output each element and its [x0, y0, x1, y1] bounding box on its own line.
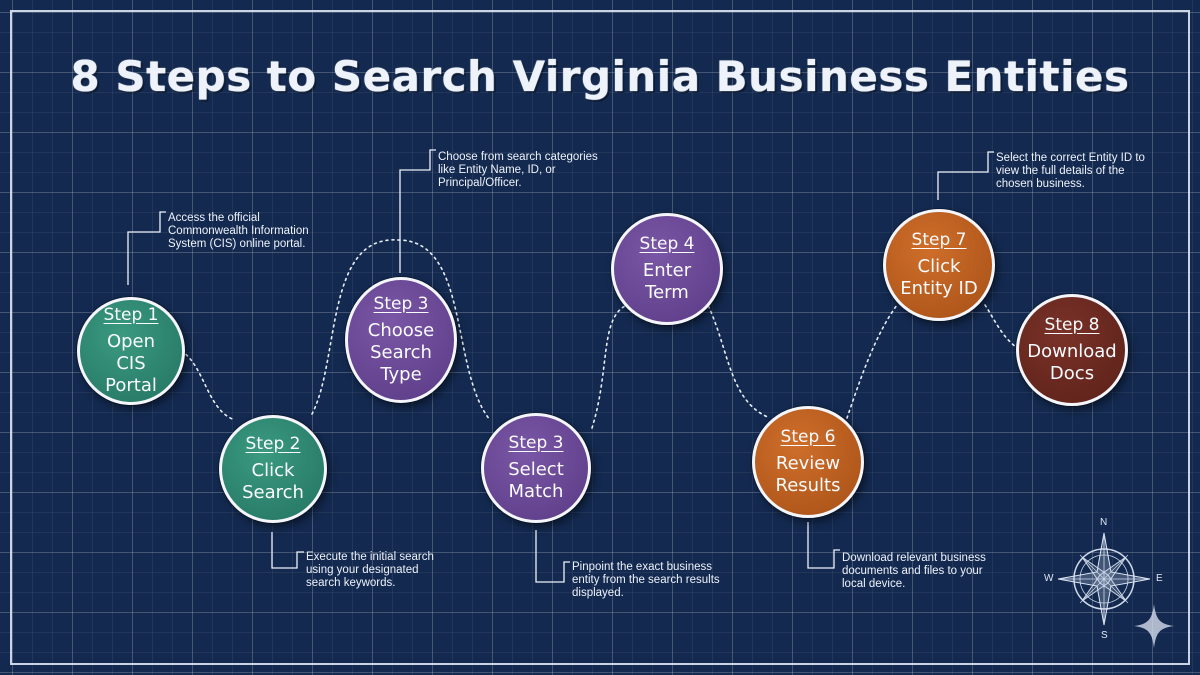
step-label: Click Search [242, 460, 304, 503]
step-label: Open CIS Portal [105, 331, 157, 396]
step-number: Step 6 [780, 427, 836, 447]
connector-2-3 [311, 239, 399, 415]
step-node-3: Step 3 Choose Search Type [345, 277, 457, 403]
connector-4-5 [591, 305, 626, 429]
step-number: Step 2 [245, 434, 301, 454]
connector-3-4 [397, 239, 491, 421]
step-node-4: Step 3 Select Match [481, 413, 591, 523]
step-node-5: Step 4 Enter Term [611, 213, 723, 325]
step-label: Download Docs [1027, 341, 1117, 384]
compass-north-label: N [1100, 517, 1108, 528]
step-label: Select Match [508, 459, 564, 502]
step-label: Click Entity ID [900, 256, 978, 299]
step-number: Step 4 [639, 234, 695, 254]
callout-note-3: Choose from search categories like Entit… [438, 151, 598, 189]
callout-line-5 [807, 522, 840, 569]
step-number: Step 8 [1044, 315, 1100, 335]
step-number: Step 1 [103, 305, 159, 325]
callout-note-1: Access the official Commonwealth Informa… [168, 212, 309, 250]
step-node-1: Step 1 Open CIS Portal [77, 297, 185, 405]
callout-line-6 [937, 151, 994, 200]
callout-note-6: Select the correct Entity ID to view the… [996, 152, 1145, 190]
compass-west-label: W [1044, 573, 1054, 584]
step-node-2: Step 2 Click Search [219, 415, 327, 523]
step-label: Enter Term [642, 260, 692, 303]
callout-note-5: Download relevant business documents and… [842, 552, 986, 590]
connector-5-6 [699, 289, 771, 419]
step-node-8: Step 8 Download Docs [1016, 294, 1128, 406]
page-title: 8 Steps to Search Virginia Business Enti… [70, 52, 1130, 101]
step-number: Step 7 [911, 230, 967, 250]
callout-line-3 [399, 149, 436, 273]
compass-south-label: S [1101, 630, 1108, 641]
connector-1-2 [175, 347, 236, 421]
step-number: Step 3 [508, 433, 564, 453]
compass-east-label: E [1156, 573, 1163, 584]
step-label: Choose Search Type [367, 320, 435, 385]
step-label: Review Results [775, 453, 841, 496]
step-number: Step 3 [373, 294, 429, 314]
connector-6-7 [846, 304, 898, 419]
callout-line-2 [271, 532, 304, 569]
step-node-7: Step 7 Click Entity ID [883, 209, 995, 321]
callout-note-2: Execute the initial search using your de… [306, 551, 434, 589]
callout-line-1 [127, 211, 166, 285]
callout-note-4: Pinpoint the exact business entity from … [572, 561, 720, 599]
step-node-6: Step 6 Review Results [752, 406, 864, 518]
callout-line-4 [535, 530, 570, 583]
